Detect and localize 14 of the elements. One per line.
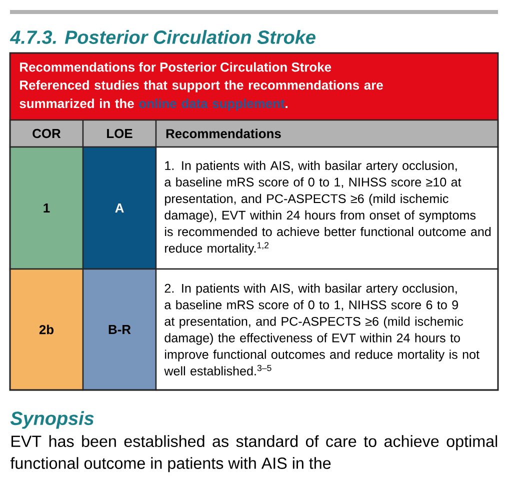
recommendation-cell: 2. In patients with AIS, with basilar artery occlusion, a baseline mRS score of 0 to 1, NIHSS score 6 to 9 at presentation, and PC-ASPECTS ≥6 (mild ischemic damage) the effectiveness of EVT within 24 hours to improve functional outcomes and reduce mortality is not well established.$^{3–5}$ — [155, 268, 499, 391]
link: online data supplement — [139, 98, 285, 111]
subheading: Synopsis — [10, 411, 94, 429]
body-text: EVT has been established as standard of care to achieve optimal functional outcome in patients with AIS in the — [10, 435, 498, 472]
heading-note: Referenced studies that support the recommendations are summarized in the online data supplement. — [20, 80, 383, 111]
class-cell: 1 — [9, 146, 84, 270]
class-cell: 2b — [9, 268, 84, 391]
column-header: LOE — [82, 119, 157, 148]
recommendation-cell: 1. In patients with AIS, with basilar artery occlusion, a baseline mRS score of 0 to 1, NIHSS score ≥10 at presentation, and PC-ASPECTS ≥6 (mild ischemic damage), EVT within 24 hours from onset of symptoms is recommended to achieve better functional outcome and reduce mortality.$^{1,2}$ — [155, 146, 499, 270]
column-header: COR — [9, 119, 84, 148]
section-heading: 4.7.3. Posterior Circulation Stroke — [10, 30, 316, 44]
level-cell: B-R — [82, 268, 157, 391]
level-cell: A — [82, 146, 157, 270]
table-heading: Recommendations for Posterior Circulation Stroke — [20, 62, 332, 72]
